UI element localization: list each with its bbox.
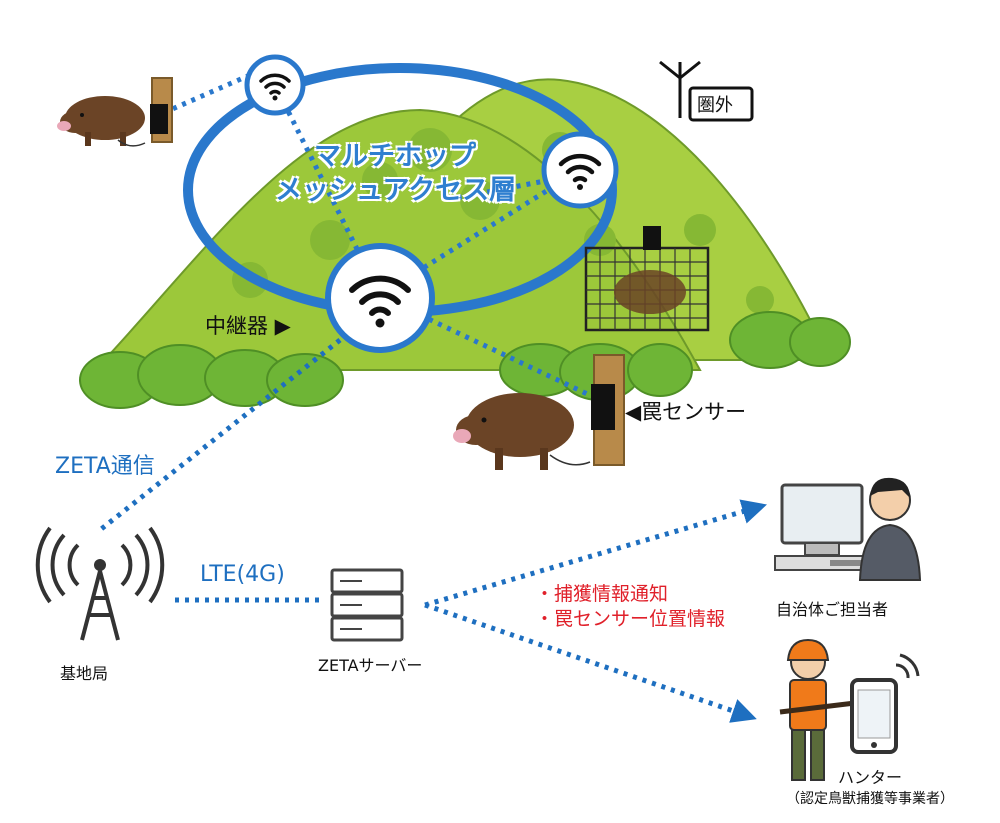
zeta-link	[98, 338, 342, 532]
trap-sensor-label: ◀罠センサー	[625, 400, 747, 424]
relay-label: 中継器 ▶	[205, 314, 291, 338]
notice-list: ・捕獲情報通知 ・罠センサー位置情報	[535, 582, 725, 632]
notification-links	[424, 499, 767, 723]
hunter-subtitle: （認定鳥獣捕獲等事業者）	[786, 791, 954, 807]
zeta-server-label: ZETAサーバー	[318, 656, 423, 675]
mesh-layer-line2: メッシュアクセス層	[275, 175, 517, 206]
mesh-layer-title: マルチホップ メッシュアクセス層	[275, 140, 517, 208]
smartphone-icon	[850, 653, 920, 754]
base-station-icon	[35, 526, 165, 641]
wild-boar-icon	[453, 393, 574, 470]
boar-bottom	[453, 354, 625, 470]
municipal-officer-avatar	[858, 477, 922, 581]
mesh-layer-line1: マルチホップ	[314, 141, 476, 172]
mesh-links	[168, 72, 602, 403]
hunter-title: ハンター	[837, 768, 902, 787]
sensor-device	[150, 104, 168, 134]
wifi-node-relay	[325, 243, 435, 353]
cage-trap-icon	[584, 226, 710, 332]
base-station-label: 基地局	[60, 664, 109, 683]
wifi-node-top	[244, 54, 306, 116]
bushes	[79, 311, 851, 409]
hills	[79, 78, 851, 409]
wild-boar-icon	[57, 96, 145, 146]
notice-capture: ・捕獲情報通知	[535, 583, 669, 605]
hunter-label: ハンター （認定鳥獣捕獲等事業者）	[760, 764, 980, 808]
wifi-icon	[349, 275, 411, 316]
computer-icon	[774, 483, 876, 571]
out-of-service-label: 圏外	[697, 95, 733, 116]
wifi-icon	[558, 153, 602, 183]
hunter-avatar	[779, 638, 881, 781]
wifi-node-right	[541, 131, 619, 209]
municipality-label: 自治体ご担当者	[776, 600, 889, 619]
sensor-device	[591, 384, 615, 430]
server-icon	[330, 568, 404, 642]
boar-left	[57, 77, 173, 147]
lte-label: LTE(4G)	[200, 562, 285, 587]
notice-location: ・罠センサー位置情報	[535, 608, 726, 630]
antenna-icon	[659, 60, 754, 122]
zeta-comm-label: ZETA通信	[55, 454, 155, 479]
wild-boar-icon	[614, 270, 686, 314]
wifi-icon	[259, 73, 291, 95]
sensor-device	[643, 226, 661, 250]
